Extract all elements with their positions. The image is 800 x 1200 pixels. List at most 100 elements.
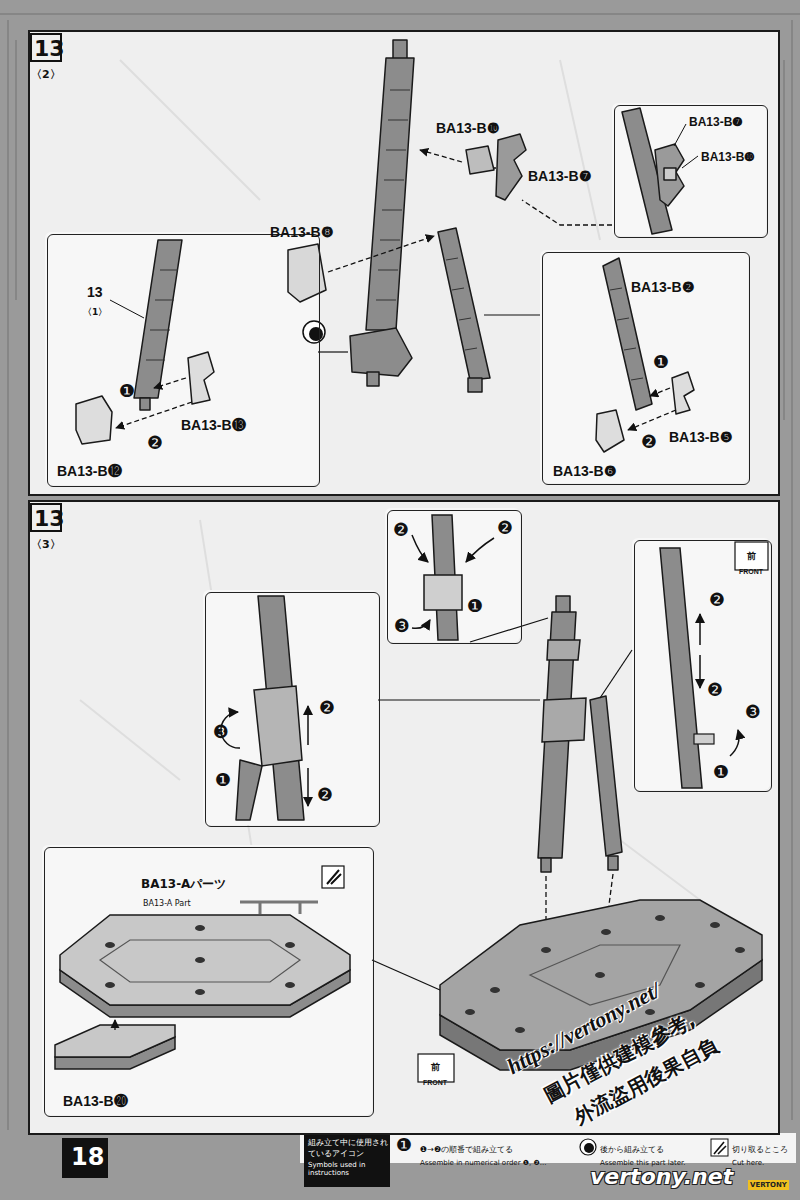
- part-name: BA13-B⓬: [57, 463, 122, 479]
- text-slot: ❷: [319, 699, 335, 718]
- text-slot: 後から組み立てる: [600, 1137, 664, 1156]
- text-slot: 〈1〉: [83, 300, 107, 319]
- callout-number: ❷: [707, 681, 723, 699]
- text-slot: BA13-B❺: [669, 427, 733, 446]
- callout-number: ❶: [215, 771, 231, 789]
- text-slot: 前: [431, 1055, 440, 1074]
- part-name: BA13-B❼: [689, 115, 743, 129]
- text-slot: 13: [87, 282, 103, 301]
- callout-number: ❸: [745, 703, 761, 721]
- inset-panel: ❸ ❷ ❶ ❷: [205, 592, 380, 827]
- part-name: BA13-B❽: [270, 224, 334, 240]
- icon-description: ❶→❷の順番で組み立てる: [420, 1144, 513, 1155]
- text-slot: BA13-B❼: [689, 111, 743, 130]
- inset-panel: 前FRONT ❷ ❷ ❸ ❶: [634, 540, 772, 792]
- inset-panel: ❷ ❷ ❸ ❶: [387, 510, 522, 644]
- callout-number: ❷: [317, 786, 333, 804]
- step-number: 13: [34, 36, 65, 61]
- callout-number: ❷: [497, 519, 513, 537]
- inset-panel: BA13-B❼ BA13-B❿: [614, 105, 768, 238]
- part-sheet-name: BA13-A Part: [143, 899, 191, 908]
- text-slot: FRONT: [739, 559, 763, 578]
- text-slot: BA13-Aパーツ: [141, 873, 226, 893]
- part-name: BA13-B❿: [701, 150, 755, 164]
- page-number: 18: [71, 1143, 104, 1171]
- text-slot: ❷: [641, 433, 657, 452]
- part-name: BA13-B❼: [528, 168, 592, 184]
- text-slot: ❸: [745, 703, 761, 722]
- callout-number: ❶: [653, 353, 669, 371]
- callout-icon: ❶: [396, 1136, 412, 1154]
- text-slot: ❷: [709, 591, 725, 610]
- text-slot: 13: [34, 506, 65, 531]
- icon-legend-title: 組み立て中に使用されているアイコン: [308, 1137, 388, 1159]
- icon-description: Assemble in numerical order ❶, ❷...: [420, 1159, 546, 1167]
- icon-legend-title: Symbols used in instructions: [308, 1161, 388, 1177]
- inset-panel: BA13-Aパーツ BA13-A PartBA13-B⓴: [44, 847, 374, 1117]
- watermark: vertony.net: [590, 1164, 733, 1189]
- icon-description: Cut here.: [732, 1159, 764, 1167]
- text-slot: BA13-B⓭: [181, 415, 246, 434]
- callout-number: ❷: [393, 521, 409, 539]
- text-slot: ❷: [317, 786, 333, 805]
- text-slot: ❶: [396, 1136, 412, 1155]
- text-slot: 〈2〉: [31, 63, 61, 82]
- step-substep: 〈1〉: [83, 306, 107, 319]
- step-reference: 13: [87, 284, 103, 300]
- part-name: BA13-B❻: [553, 463, 617, 479]
- text-slot: BA13-B❿: [701, 146, 755, 165]
- part-name: BA13-B❿: [436, 120, 500, 136]
- part-name: BA13-B❺: [669, 429, 733, 445]
- text-slot: 前: [747, 544, 756, 563]
- callout-number: ❶: [467, 597, 483, 615]
- part-name: BA13-B⓴: [63, 1093, 128, 1109]
- callout-number: ❷: [319, 699, 335, 717]
- callout-number: ❸: [394, 617, 410, 635]
- text-slot: BA13-A Part: [143, 891, 191, 910]
- callout-number: ❶: [713, 763, 729, 781]
- text-slot: BA13-B❼: [528, 166, 592, 185]
- text-slot: ❷: [393, 521, 409, 540]
- step-substep: 〈2〉: [31, 67, 61, 82]
- text-slot: ❷: [147, 434, 163, 453]
- text-slot: VERTONY: [748, 1172, 789, 1191]
- text-slot: ❶: [467, 597, 483, 616]
- text-slot: 〈3〉: [31, 533, 61, 552]
- inset-panel: BA13-B❷ BA13-B❺ BA13-B❻ ❶ ❷: [542, 252, 750, 485]
- text-slot: BA13-B❻: [553, 461, 617, 480]
- front-mark: 前: [431, 1061, 440, 1074]
- part-sheet-name: BA13-Aパーツ: [141, 876, 226, 893]
- part-name: BA13-B❷: [631, 279, 695, 295]
- text-slot: vertony.net: [590, 1164, 733, 1189]
- part-name: BA13-B⓭: [181, 417, 246, 433]
- text-slot: ❶: [713, 763, 729, 782]
- text-slot: BA13-B⓴: [63, 1091, 128, 1110]
- text-slot: ❶: [119, 382, 135, 401]
- text-slot: 切り取るところ: [732, 1137, 788, 1156]
- text-slot: 組み立て中に使用されているアイコン: [308, 1137, 388, 1159]
- text-slot: ❸: [213, 723, 229, 742]
- text-slot: ❷: [707, 681, 723, 700]
- text-slot: BA13-B❿: [436, 118, 500, 137]
- icon-description: 切り取るところ: [732, 1144, 788, 1155]
- text-slot: BA13-B❷: [631, 277, 695, 296]
- text-slot: BA13-B⓬: [57, 461, 122, 480]
- text-slot: ❶: [215, 771, 231, 790]
- text-slot: ❶: [653, 353, 669, 372]
- step-number: 13: [34, 506, 65, 531]
- text-slot: 18: [71, 1143, 104, 1171]
- text-slot: 13: [34, 36, 65, 61]
- callout-number: ❷: [641, 433, 657, 451]
- step-substep: 〈3〉: [31, 537, 61, 552]
- callout-number: ❶: [119, 382, 135, 400]
- icon-description: 後から組み立てる: [600, 1144, 664, 1155]
- text-slot: Symbols used in instructions: [308, 1161, 388, 1177]
- text-slot: BA13-B❽: [270, 222, 334, 241]
- text-slot: FRONT: [423, 1070, 447, 1089]
- text-slot: ❸: [394, 617, 410, 636]
- front-mark: 前: [747, 550, 756, 563]
- inset-panel: 13 〈1〉 BA13-B⓭ BA13-B⓬ ❶ ❷: [47, 234, 320, 487]
- front-mark: FRONT: [423, 1079, 447, 1086]
- callout-number: ❷: [147, 434, 163, 452]
